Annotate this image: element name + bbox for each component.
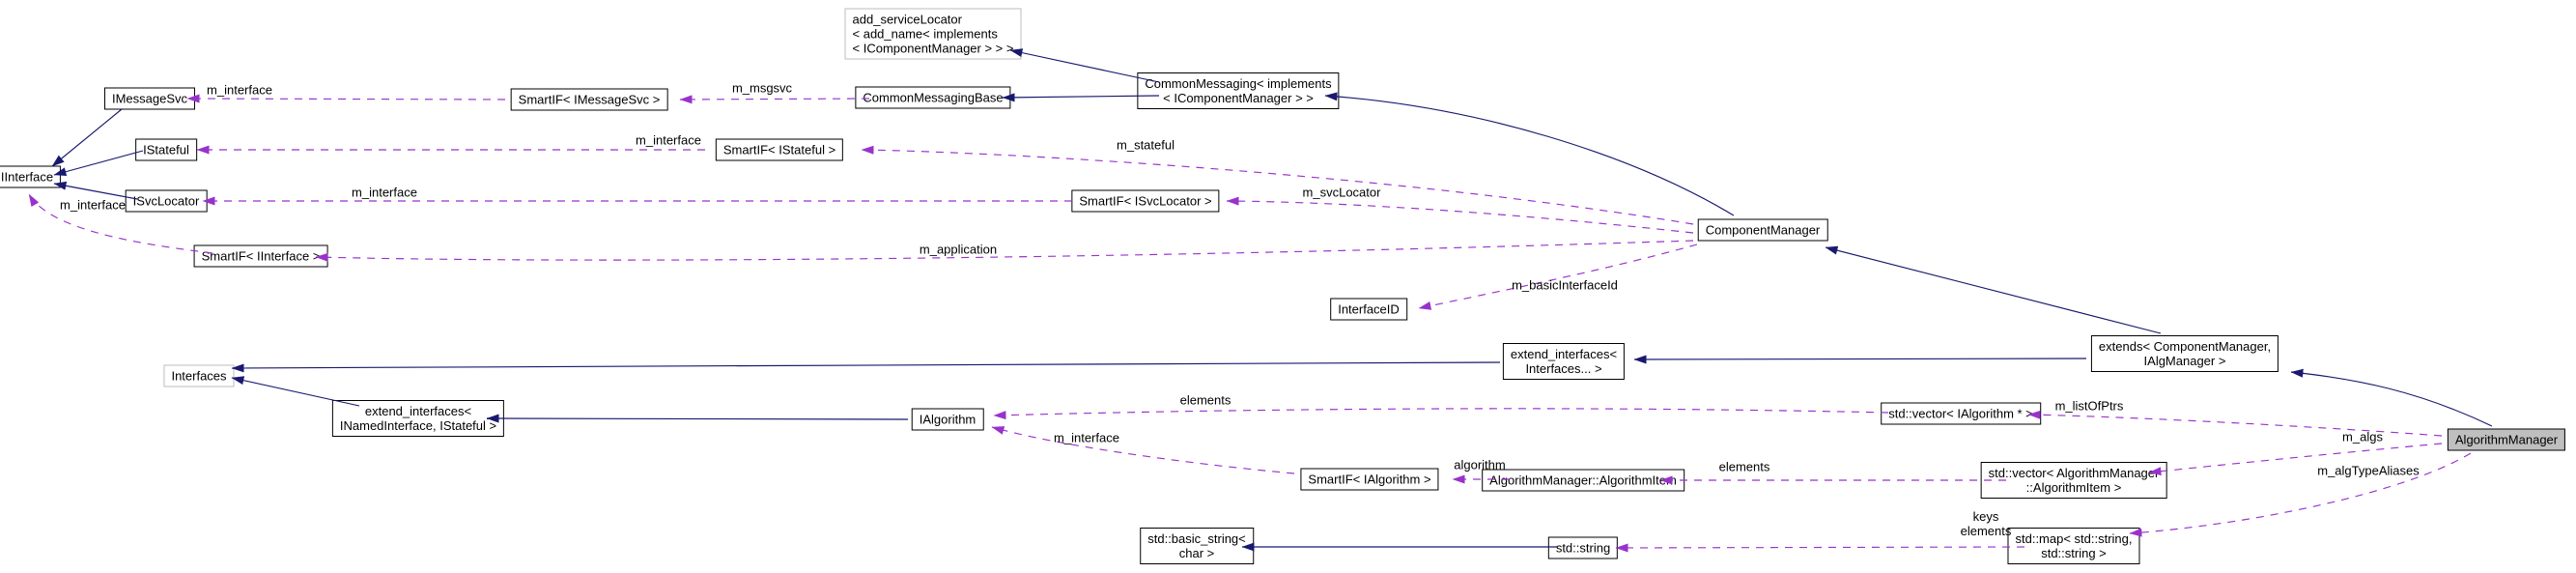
usage-edge-componentmanager-to-smartif_istateful [861, 145, 1694, 225]
node-std_string[interactable]: std::string [1547, 536, 1619, 559]
node-isvclocator[interactable]: ISvcLocator [125, 189, 208, 213]
edge-label-m_interface: m_interface [352, 185, 417, 200]
node-label-line: IAlgManager > [2143, 354, 2226, 368]
node-algorithmmanager[interactable]: AlgorithmManager [2447, 428, 2566, 451]
node-smartif_istateful[interactable]: SmartIF< IStateful > [715, 138, 844, 161]
node-commonmessagingbase[interactable]: CommonMessagingBase [855, 86, 1011, 109]
node-label-line: IAlgorithm [919, 412, 977, 427]
node-label-line: IStateful [143, 142, 189, 158]
edge-label-m_application: m_application [919, 242, 998, 257]
node-label-line: std::vector< IAlgorithm * > [1888, 406, 2033, 421]
node-extend_interfaces_variadic[interactable]: extend_interfaces<Interfaces... > [1502, 343, 1626, 380]
edge-label-m_listOfPtrs: m_listOfPtrs [2054, 398, 2124, 414]
inheritance-edge-commonmessaging-to-commonmessagingbase [1002, 93, 1160, 102]
inheritance-edge-algorithmmanager-to-extends_cm_ialgmanager [2290, 368, 2493, 427]
inheritance-edge-istateful-to-iinterface [53, 150, 144, 177]
node-componentmanager[interactable]: ComponentManager [1697, 218, 1828, 242]
usage-edge-componentmanager-to-interfaceid [1418, 244, 1698, 310]
edge-label-m_stateful: m_stateful [1117, 137, 1175, 153]
edge-label-m_algTypeAliases: m_algTypeAliases [2317, 463, 2420, 478]
inheritance-edge-componentmanager-to-commonmessaging [1324, 92, 1735, 216]
edge-label-m_msgsvc: m_msgsvc [731, 80, 793, 96]
node-label-line: Interfaces [171, 368, 227, 384]
edge-label-m_algs: m_algs [2342, 429, 2383, 444]
node-vector_algorithmitem[interactable]: std::vector< AlgorithmManager::Algorithm… [1980, 462, 2167, 499]
node-commonmessaging[interactable]: CommonMessaging< implements< IComponentM… [1137, 72, 1340, 109]
node-label-line: Interfaces... > [1525, 361, 1602, 376]
node-label-line: std::map< std::string, [2015, 531, 2133, 546]
node-label-line: SmartIF< IMessageSvc > [518, 92, 661, 107]
node-label-line: std::basic_string< [1147, 531, 1246, 546]
inheritance-edge-ialgorithm-to-extend_interfaces_named [486, 414, 909, 423]
node-vector_ialgorithm[interactable]: std::vector< IAlgorithm * > [1881, 402, 2041, 425]
inheritance-edge-imessagesvc-to-iinterface [51, 108, 123, 167]
node-smartif_iinterface[interactable]: SmartIF< IInterface > [193, 244, 328, 268]
node-extends_cm_ialgmanager[interactable]: extends< ComponentManager,IAlgManager > [2090, 335, 2279, 372]
node-label-line: SmartIF< IAlgorithm > [1308, 472, 1431, 487]
edge-label-elements: elements [1718, 459, 1770, 474]
node-label-line: extend_interfaces< [1510, 347, 1618, 361]
node-basic_string[interactable]: std::basic_string<char > [1140, 528, 1254, 564]
node-label-line: std::vector< AlgorithmManager [1988, 466, 2160, 480]
node-algorithmitem[interactable]: AlgorithmManager::AlgorithmItem [1482, 469, 1684, 492]
node-label-line: ::AlgorithmItem > [2025, 480, 2122, 495]
node-add_servicelocator[interactable]: add_serviceLocator< add_name< implements… [844, 8, 1022, 60]
node-map_string_string[interactable]: std::map< std::string,std::string > [2007, 528, 2140, 564]
node-label-line: SmartIF< ISvcLocator > [1079, 193, 1212, 209]
edge-label-elements: elements [1179, 392, 1231, 408]
usage-edge-map_string_string-to-std_string [1615, 543, 2025, 553]
node-smartif_ialgorithm[interactable]: SmartIF< IAlgorithm > [1300, 468, 1439, 491]
node-extend_interfaces_named[interactable]: extend_interfaces<INamedInterface, IStat… [331, 400, 505, 437]
node-interfaces[interactable]: Interfaces [163, 364, 235, 387]
node-label-line: SmartIF< IInterface > [201, 248, 321, 264]
edge-label-keys-elements: keys elements [1960, 509, 2012, 538]
node-label-line: std::string [1555, 540, 1611, 556]
node-label-line: < add_name< implements [852, 26, 998, 42]
usage-edge-vector_ialgorithm-to-ialgorithm [993, 408, 1889, 420]
node-smartif_imessagesvc[interactable]: SmartIF< IMessageSvc > [510, 88, 668, 111]
usage-edge-commonmessagingbase-to-smartif_imessagesvc [679, 95, 870, 104]
node-imessagesvc[interactable]: IMessageSvc [103, 87, 196, 110]
node-smartif_isvclocator[interactable]: SmartIF< ISvcLocator > [1071, 189, 1220, 213]
edge-label-algorithm: algorithm [1454, 457, 1506, 473]
node-label-line: ComponentManager [1705, 222, 1821, 238]
edge-label-m_svcLocator: m_svcLocator [1302, 185, 1381, 200]
usage-edge-smartif_imessagesvc-to-imessagesvc [186, 94, 506, 103]
node-label-line: ISvcLocator [132, 193, 200, 209]
edge-label-m_interface: m_interface [1054, 430, 1119, 445]
node-label-line: IMessageSvc [111, 91, 188, 106]
node-iinterface[interactable]: IInterface [0, 165, 62, 188]
node-label-line: CommonMessagingBase [863, 90, 1004, 105]
node-label-line: extends< ComponentManager, [2098, 339, 2272, 354]
node-label-line: add_serviceLocator [852, 12, 962, 27]
edge-label-m_interface: m_interface [636, 132, 701, 148]
usage-edge-componentmanager-to-smartif_iinterface [315, 240, 1694, 262]
node-interfaceid[interactable]: InterfaceID [1330, 298, 1407, 321]
usage-edge-smartif_ialgorithm-to-ialgorithm [991, 426, 1295, 474]
node-label-line: INamedInterface, IStateful > [339, 418, 497, 433]
edge-label-m_basicInterfaceId: m_basicInterfaceId [1512, 277, 1618, 293]
node-istateful[interactable]: IStateful [135, 138, 197, 161]
edge-label-m_interface: m_interface [60, 197, 126, 213]
node-label-line: IInterface [0, 169, 54, 185]
node-label-line: < IComponentManager > > [1163, 91, 1314, 105]
edge-label-m_interface: m_interface [207, 82, 272, 98]
node-label-line: InterfaceID [1338, 301, 1400, 317]
node-label-line: std::string > [2041, 546, 2107, 560]
node-label-line: SmartIF< IStateful > [722, 142, 836, 158]
inheritance-edge-extends_cm_ialgmanager-to-componentmanager [1825, 245, 2162, 334]
usage-edge-componentmanager-to-smartif_isvclocator [1226, 196, 1694, 234]
node-label-line: char > [1178, 546, 1215, 560]
node-label-line: AlgorithmManager::AlgorithmItem [1489, 473, 1677, 488]
node-label-line: < IComponentManager > > > [852, 41, 1014, 56]
inheritance-edge-extends_cm_ialgmanager-to-extend_interfaces_variadic [1633, 355, 2087, 364]
node-label-line: AlgorithmManager [2454, 432, 2559, 447]
node-ialgorithm[interactable]: IAlgorithm [911, 408, 984, 431]
node-label-line: extend_interfaces< [364, 404, 472, 418]
node-label-line: CommonMessaging< implements [1145, 76, 1332, 91]
inheritance-edge-extend_interfaces_variadic-to-interfaces [231, 361, 1501, 373]
